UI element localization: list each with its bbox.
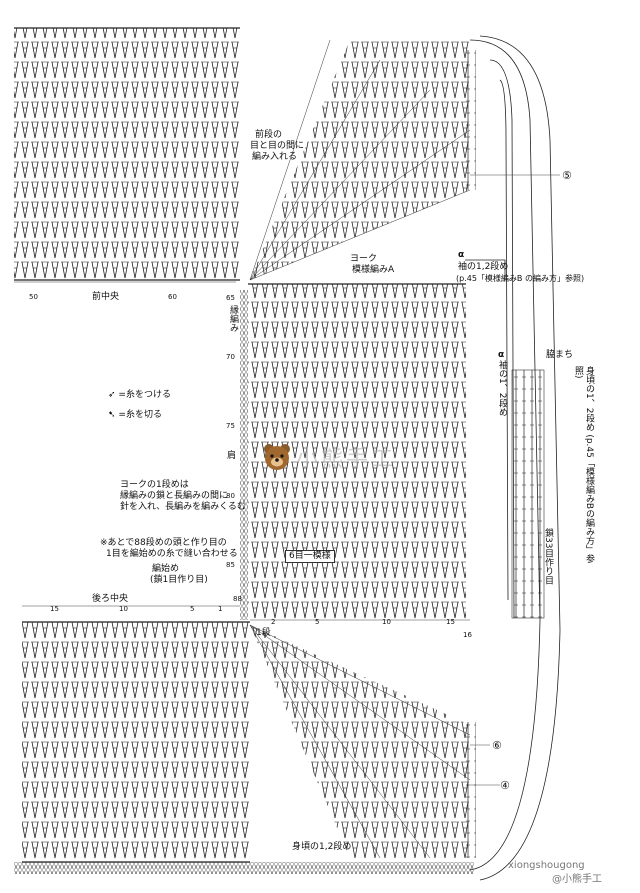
radiating-lines [249, 39, 471, 859]
circled-5: ⑤ [562, 169, 572, 182]
six-st-label: 6目一模様 [285, 550, 335, 563]
back-num-5: 5 [190, 605, 195, 613]
outline-curves [465, 35, 561, 881]
row-num-88: 88 [233, 595, 242, 603]
bottom-num-16: 16 [463, 631, 472, 639]
yoke-label-2: 模様編みA [352, 265, 395, 275]
row-num-65: 65 [226, 294, 235, 302]
back-num-10: 10 [119, 605, 128, 613]
edge-stitch-label: 縁編み [228, 305, 238, 332]
circled-4: ④ [500, 779, 510, 792]
alpha-mid: α [498, 350, 505, 360]
legend-cut-text: =糸を切る [118, 410, 162, 420]
maeban-note-2: 目と目の間に [250, 141, 305, 151]
bottom-num-2: 2 [271, 618, 276, 626]
legend-cut: ➷ =糸を切る [108, 410, 162, 421]
bear-logo-icon [262, 442, 292, 472]
sleeve-12-vert: 袖の1、2段め [497, 360, 507, 417]
wm-weibo: @小熊手工 [552, 874, 602, 885]
start-label-1: 編始め [152, 564, 180, 574]
maeban-note-3: 編み入れる [252, 152, 298, 162]
seam-note-2: 1目を編始めの糸で縫い合わせる [106, 549, 238, 559]
seam-note-1: ※あとで88段めの頭と作り目の [100, 538, 227, 548]
bottom-num-15: 15 [446, 618, 455, 626]
row-num-75: 75 [226, 422, 235, 430]
front-body-block [14, 27, 240, 281]
back-center-label: 後ろ中央 [92, 594, 129, 604]
upper-sleeve-fan [250, 40, 476, 280]
yoke-row1-3: 針を入れ、長編みを編みくるむ [120, 502, 246, 512]
underarm-label: 脇まち [546, 350, 574, 360]
body-12-bottom: 身頃の1,2段め [292, 842, 352, 852]
legend-attach: ➶ =糸をつける [108, 390, 171, 401]
yoke-block [240, 283, 466, 620]
start-label-2: (鎖1目作り目) [150, 575, 208, 585]
row-num-70: 70 [226, 353, 235, 361]
front-center-label: 前中央 [92, 292, 120, 302]
row-num-80: 80 [226, 492, 235, 500]
maeban-note-1: 前段の [255, 130, 283, 140]
back-body-block [22, 621, 250, 863]
circled-6: ⑥ [492, 739, 502, 752]
cut-icon: ➷ [108, 410, 116, 420]
bottom-edge [14, 862, 474, 874]
shoulder-label: 肩 [227, 451, 237, 461]
yoke-label-1: ヨーク [350, 254, 378, 264]
yoke-row1-1: ヨークの1段めは [120, 480, 189, 490]
wm-site: xiongshougong [508, 860, 585, 871]
attach-icon: ➶ [108, 390, 116, 400]
body-12-vert: 身頃の1、2段め (p.45「模様編みBの編み方」参照) [573, 366, 594, 564]
back-num-1: 1 [218, 605, 223, 613]
row1-label: 1段 [256, 628, 271, 638]
bottom-num-10: 10 [382, 618, 391, 626]
sleeve-band [511, 369, 545, 619]
lower-sleeve-fan [250, 625, 476, 858]
yoke-row1-2: 縁編みの鎖と長編みの間に [120, 491, 229, 501]
watermark-text: 小熊手工 [296, 447, 397, 472]
bottom-num-5: 5 [315, 618, 320, 626]
chain33-label: 鎖33目作り目 [543, 528, 553, 585]
row-num-85: 85 [226, 561, 235, 569]
top-num-60: 60 [168, 293, 177, 301]
sleeve-12-label: 袖の1,2段め [458, 262, 509, 272]
top-num-50: 50 [29, 293, 38, 301]
back-num-15: 15 [50, 605, 59, 613]
alpha-top: α [458, 250, 465, 260]
sleeve-12-ref: (p.45「模様編みB の編み方」参照) [456, 274, 585, 283]
legend-attach-text: =糸をつける [118, 390, 171, 400]
dimension-lines [14, 174, 560, 786]
